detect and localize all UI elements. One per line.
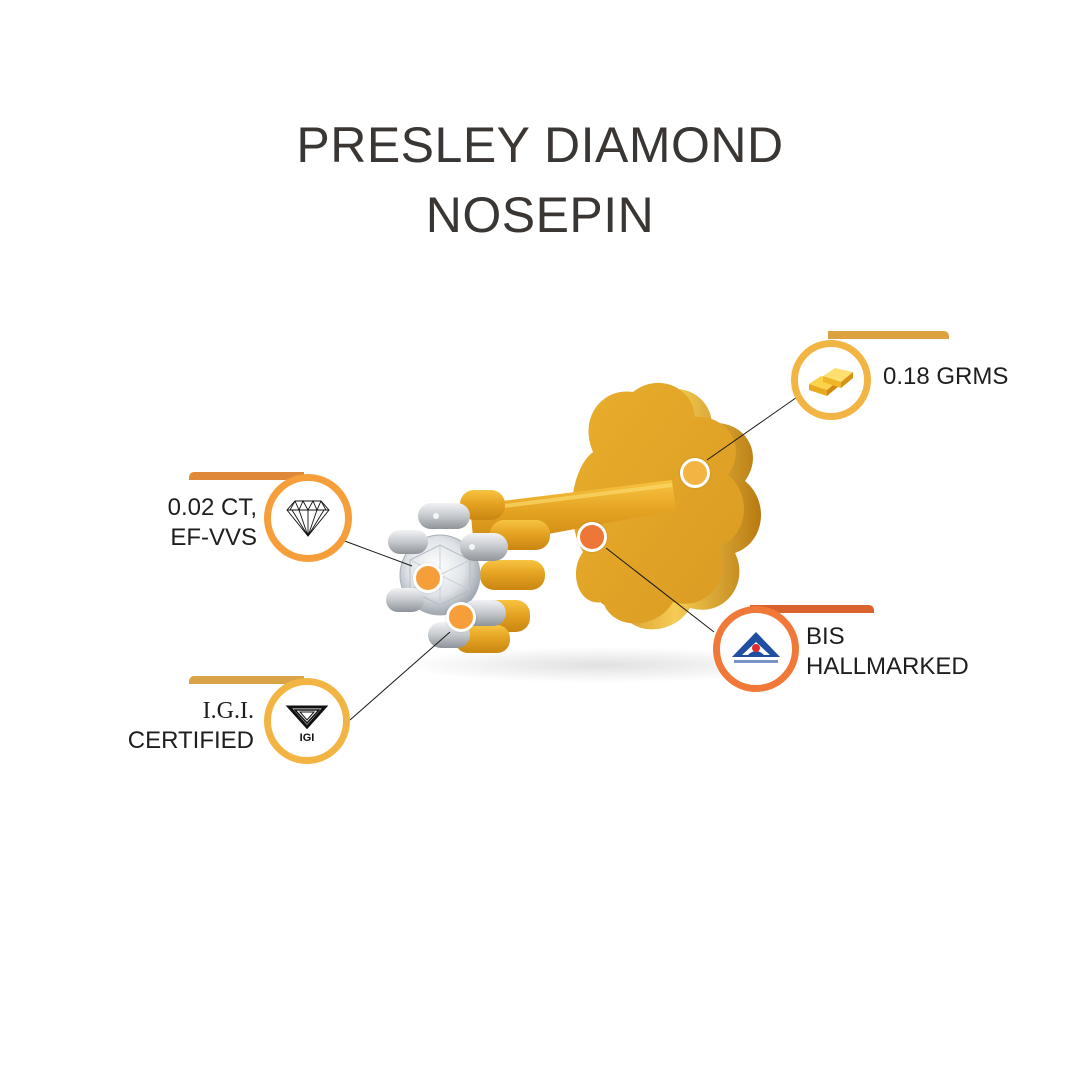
callout-hallmark-line-2: HALLMARKED: [806, 653, 969, 680]
product-title-line-2: NOSEPIN: [425, 187, 655, 243]
callout-diamond-line-2: EF-VVS: [170, 524, 257, 551]
callout-diamond-line-1: 0.02 CT,: [167, 494, 257, 521]
callout-certification-badge: IGI: [264, 678, 350, 764]
callout-weight-badge: [791, 340, 871, 420]
callout-diamond-badge: [264, 474, 352, 562]
callout-certification-text: I.G.I. CERTIFIED: [128, 696, 254, 756]
callout-certification-bar: [189, 676, 304, 684]
hotspot-diamond[interactable]: [413, 563, 443, 593]
hotspot-certification[interactable]: [446, 602, 476, 632]
igi-logo-text: IGI: [300, 732, 315, 743]
hotspot-hallmark[interactable]: [577, 522, 607, 552]
callout-diamond-bar: [189, 472, 304, 480]
hotspot-weight[interactable]: [680, 458, 710, 488]
bis-logo-icon: [732, 632, 780, 663]
callout-weight-text: 0.18 GRMS: [883, 363, 1009, 390]
callout-hallmark-text: BIS HALLMARKED: [806, 622, 969, 682]
product-title-line-1: PRESLEY DIAMOND: [296, 117, 784, 173]
callout-hallmark-badge: [713, 606, 799, 692]
diamond-icon: [286, 499, 330, 537]
callout-hallmark-line-1: BIS: [806, 623, 845, 650]
callout-hallmark-bar: [750, 605, 874, 613]
igi-logo-icon: IGI: [285, 705, 329, 743]
callout-weight-bar: [828, 331, 949, 339]
product-title: PRESLEY DIAMOND NOSEPIN: [0, 110, 1080, 250]
gold-bars-icon: [809, 368, 853, 396]
callout-certification-line-1: I.G.I.: [202, 698, 254, 724]
callout-diamond-text: 0.02 CT, EF-VVS: [168, 493, 257, 553]
callout-certification-line-2: CERTIFIED: [127, 727, 254, 754]
